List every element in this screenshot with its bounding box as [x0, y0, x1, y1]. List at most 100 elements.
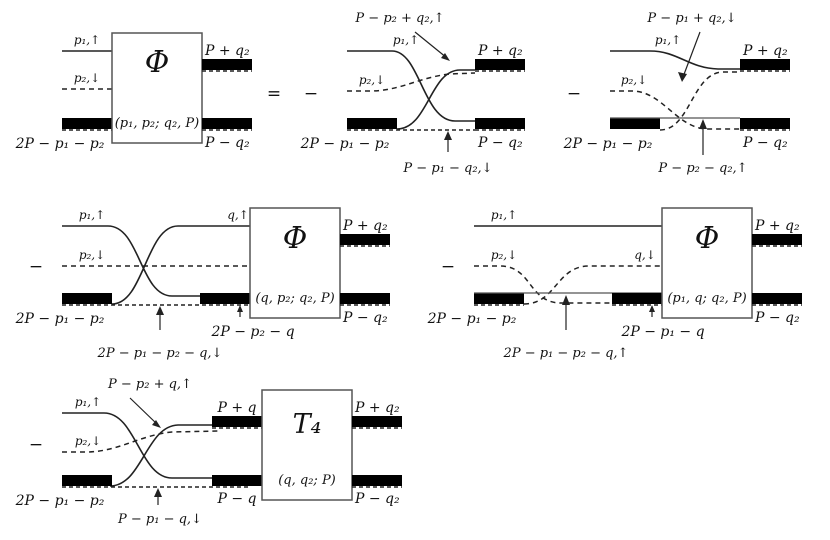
- box-symbol: Φ: [283, 221, 308, 256]
- diagram-term-4: Φ (p₁, q; q₂, P) p₁,↑ p₂,↓ 2P − p₁ − p₂ …: [427, 207, 802, 361]
- leg-box-top-in-bar: [212, 416, 262, 427]
- annotation-arrow-up-head: [444, 131, 452, 140]
- line-p2-dashed: [347, 72, 476, 92]
- leg-box-bottom-in-bar: [212, 475, 262, 486]
- annotation-arrow-line: [414, 31, 448, 59]
- annotation-lower: 2P − p₁ − p₂ − q,↓: [97, 346, 223, 361]
- label-mid-in: p₂,↓: [79, 248, 105, 262]
- vertex-box-t4: [261, 389, 353, 501]
- label-mid-in: p₂,↓: [75, 434, 101, 448]
- label-top-out: P + q₂: [742, 43, 788, 59]
- label-top-out: P + q₂: [342, 218, 388, 234]
- label-top-out: P + q₂: [477, 43, 523, 59]
- label-bottom-out: P − q₂: [754, 310, 800, 326]
- vertex-box-phi: [661, 207, 753, 319]
- line-p2-dashed-down: [474, 265, 630, 304]
- leg-bottom-out-bar: [352, 475, 402, 486]
- leg-box-bottom-in-bar: [200, 293, 250, 304]
- annotation-lower: P − p₁ − q,↓: [117, 512, 202, 527]
- leg-bottom-in-bar: [62, 293, 112, 304]
- annotation-arrow-head: [678, 72, 687, 82]
- annotation-upper: P − p₂ + q₂,↑: [354, 11, 444, 26]
- label-bottom-in: 2P − p₁ − p₂: [300, 136, 390, 152]
- leg-top-out-bar: [475, 59, 525, 70]
- label-top-in: p₁,↑: [393, 33, 419, 47]
- operator-equals: =: [267, 84, 281, 104]
- leg-bottom-out-bar: [202, 118, 252, 129]
- leg-top-out-bar: [752, 234, 802, 245]
- leg-bottom-in-bar: [610, 118, 660, 129]
- line-p1-solid: [610, 50, 740, 70]
- leg-bottom-in-bar: [62, 118, 112, 129]
- label-mid-in: p₂,↓: [491, 248, 517, 262]
- label-mid-in: p₂,↓: [621, 73, 647, 87]
- label-bottom-out: P − q₂: [342, 310, 388, 326]
- vertex-box-phi: [249, 207, 341, 319]
- annotation-lower: P − p₁ − q₂,↓: [402, 161, 492, 176]
- leg-top-out-bar: [740, 59, 790, 70]
- line-p1-crossing: [62, 225, 218, 297]
- line-bottom-up-crossing: [111, 225, 250, 305]
- operator-minus-term1: −: [304, 84, 318, 104]
- label-bottom-in: 2P − p₁ − p₂: [15, 311, 105, 327]
- label-top-in: p₁,↑: [74, 33, 100, 47]
- line-bottom-dashed-up: [523, 265, 662, 305]
- label-top-out: P + q₂: [204, 43, 250, 59]
- label-box-bottom-in: 2P − p₂ − q: [210, 324, 294, 340]
- diagram-term-3: Φ (q, p₂; q₂, P) p₁,↑ p₂,↓ 2P − p₁ − p₂ …: [15, 207, 390, 361]
- operator-minus-term3: −: [29, 257, 43, 277]
- annotation-arrow-up-head: [156, 306, 164, 315]
- annotation-lower: P − p₂ − q₂,↑: [657, 161, 747, 176]
- annotation-short-arrow-head: [649, 305, 655, 312]
- line-bottom-dashed-up: [659, 71, 740, 131]
- label-mid-in: p₂,↓: [359, 73, 385, 87]
- label-bottom-in: 2P − p₁ − p₂: [427, 311, 517, 327]
- diagram-term-5: T₄ (q, q₂; P) p₁,↑ p₂,↓ 2P − p₁ − p₂ P +…: [15, 377, 402, 527]
- line-p1-crossing: [62, 412, 218, 479]
- label-bottom-out: P − q₂: [204, 135, 250, 151]
- label-bottom-out: P − q₂: [742, 135, 788, 151]
- annotation-arrow-line: [129, 397, 159, 426]
- annotation-arrow-up-head: [154, 488, 162, 497]
- leg-bottom-out-bar: [752, 293, 802, 304]
- diagram-lhs-phi: Φ (p₁, p₂; q₂, P) p₁,↑ p₂,↓ 2P − p₁ − p₂…: [15, 32, 252, 152]
- label-bottom-in: 2P − p₁ − p₂: [15, 493, 105, 509]
- label-top-in: p₁,↑: [79, 208, 105, 222]
- leg-bottom-out-bar: [740, 118, 790, 129]
- label-box-bottom-in: 2P − p₁ − q: [620, 324, 704, 340]
- label-bottom-out: P − q₂: [354, 491, 400, 507]
- annotation-short-arrow-head: [237, 305, 243, 312]
- label-bottom-in: 2P − p₁ − p₂: [563, 136, 653, 152]
- leg-bottom-in-bar: [62, 475, 112, 486]
- annotation-upper: P − p₁ + q₂,↓: [646, 11, 736, 26]
- annotation-arrow-head: [441, 53, 450, 61]
- leg-bottom-out-bar: [340, 293, 390, 304]
- label-top-out: P + q₂: [754, 218, 800, 234]
- annotation-lower: 2P − p₁ − p₂ − q,↑: [503, 346, 629, 361]
- annotation-upper: P − p₂ + q,↑: [107, 377, 192, 392]
- diagram-term-1: p₁,↑ p₂,↓ 2P − p₁ − p₂ P + q₂ P − q₂ P −…: [300, 11, 525, 176]
- leg-bottom-in-bar: [474, 293, 524, 304]
- operator-minus-term2: −: [567, 84, 581, 104]
- box-args: (q, p₂; q₂, P): [255, 291, 334, 306]
- box-symbol: Φ: [145, 45, 170, 80]
- leg-box-bottom-in-bar: [612, 293, 662, 304]
- label-bottom-out: P − q₂: [477, 135, 523, 151]
- label-mid-in: p₂,↓: [74, 71, 100, 85]
- box-args: (p₁, q; q₂, P): [667, 291, 746, 306]
- label-top-out: P + q₂: [354, 400, 400, 416]
- box-symbol: Φ: [695, 221, 720, 256]
- label-bottom-in: 2P − p₁ − p₂: [15, 136, 105, 152]
- leg-bottom-out-bar: [475, 118, 525, 129]
- operator-minus-term4: −: [441, 257, 455, 277]
- line-p2-dashed: [62, 430, 219, 453]
- leg-bottom-in-bar: [347, 118, 397, 129]
- box-symbol: T₄: [293, 409, 322, 440]
- vertex-box-phi: [111, 32, 203, 144]
- box-args: (p₁, p₂; q₂, P): [115, 116, 200, 131]
- box-args: (q, q₂; P): [278, 473, 336, 488]
- annotation-arrow-up-head: [562, 295, 570, 305]
- label-box-top-in: P + q: [216, 400, 256, 416]
